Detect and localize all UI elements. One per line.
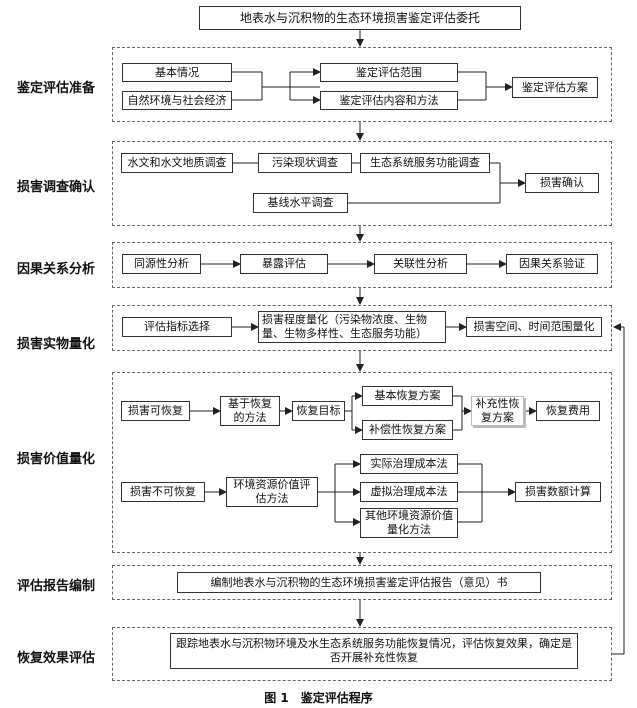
recoverable-box: 损害可恢复 — [121, 401, 190, 421]
recovery-tracking-box: 跟踪地表水与沉积物环境及水生态系统服务功能恢复情况，评估恢复效果，确定是否开展补… — [170, 633, 578, 669]
association-box: 关联性分析 — [374, 254, 467, 274]
scope-box: 鉴定评估范围 — [320, 63, 458, 82]
env-econ-box: 自然环境与社会经济 — [122, 91, 232, 110]
stage-label-value: 损害价值量化 — [16, 452, 95, 467]
stage-label-quant: 损害实物量化 — [16, 337, 95, 352]
restoration-method-box: 基于恢复的方法 — [220, 396, 280, 426]
restoration-cost-box: 恢复费用 — [536, 401, 600, 421]
other-valuation-box: 其他环境资源价值量化方法 — [360, 508, 458, 538]
figure-caption: 图 1 鉴定评估程序 — [264, 691, 373, 705]
stage-frame-value — [112, 372, 612, 553]
indicator-select-box: 评估指标选择 — [122, 317, 232, 337]
eco-survey-box: 生态系统服务功能调查 — [360, 153, 490, 173]
env-value-method-box: 环境资源价值评估方法 — [226, 477, 318, 507]
damage-amount-box: 损害数额计算 — [515, 482, 601, 502]
exposure-box: 暴露评估 — [240, 254, 328, 274]
stage-label-survey: 损害调查确认 — [16, 180, 95, 195]
stage-label-causal: 因果关系分析 — [16, 262, 95, 277]
stage-frame-recovery — [112, 627, 612, 681]
degree-quant-box: 损害程度量化（污染物浓度、生物量、生物多样性、生态服务功能） — [258, 311, 446, 343]
spatial-temporal-box: 损害空间、时间范围量化 — [466, 317, 602, 337]
commission-box: 地表水与沉积物的生态环境损害鉴定评估委托 — [199, 6, 521, 30]
restoration-goal-box: 恢复目标 — [292, 401, 345, 421]
stage-label-recovery: 恢复效果评估 — [16, 651, 95, 666]
hydro-survey-box: 水文和水文地质调查 — [121, 153, 233, 173]
pollution-survey-box: 污染现状调查 — [258, 153, 352, 173]
plan-box: 鉴定评估方案 — [512, 77, 598, 98]
stage-frame-causal — [112, 242, 612, 288]
homology-box: 同源性分析 — [122, 254, 201, 274]
stage-frame-prep — [112, 47, 612, 122]
stage-label-prep: 鉴定评估准备 — [16, 81, 95, 96]
causal-verify-box: 因果关系验证 — [506, 254, 598, 274]
content-method-box: 鉴定评估内容和方法 — [320, 91, 458, 110]
compensatory-plan-box: 补偿性恢复方案 — [362, 420, 453, 440]
stage-label-report: 评估报告编制 — [16, 579, 95, 594]
stage-frame-quant — [112, 305, 612, 351]
damage-confirm-box: 损害确认 — [525, 173, 599, 193]
stage-frame-report — [112, 565, 612, 600]
report-box: 编制地表水与沉积物的生态环境损害鉴定评估报告（意见）书 — [177, 572, 541, 593]
baseline-survey-box: 基线水平调查 — [253, 193, 348, 213]
basic-info-box: 基本情况 — [122, 63, 232, 82]
virtual-cost-box: 虚拟治理成本法 — [360, 482, 458, 502]
unrecoverable-box: 损害不可恢复 — [121, 482, 205, 502]
supplementary-plan-box: 补充性恢复方案 — [471, 396, 524, 426]
basic-plan-box: 基本恢复方案 — [362, 386, 453, 406]
stage-frame-survey — [112, 141, 612, 226]
actual-cost-box: 实际治理成本法 — [360, 454, 458, 474]
